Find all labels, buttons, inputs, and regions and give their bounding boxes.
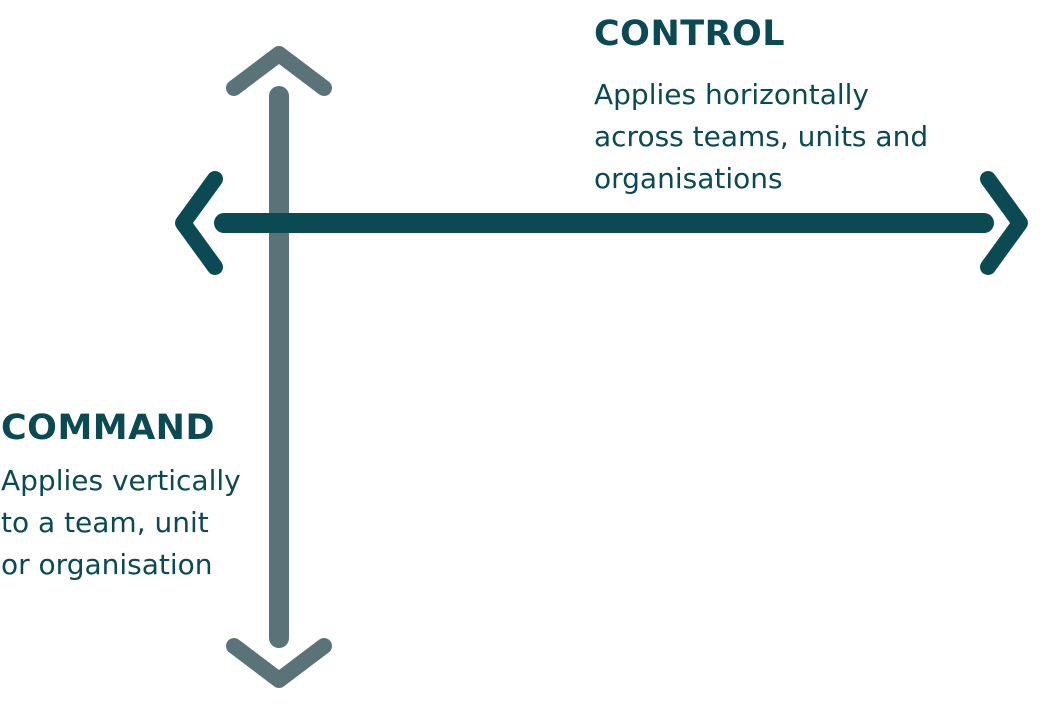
right-chevron-icon — [980, 171, 1028, 275]
control-text-block: CONTROL Applies horizontally across team… — [594, 14, 928, 200]
horizontal-axis-group — [175, 171, 1028, 275]
command-description-line: to a team, unit — [1, 506, 209, 539]
control-description: Applies horizontally across teams, units… — [594, 74, 928, 200]
control-description-line: Applies horizontally — [594, 78, 869, 111]
control-description-line: organisations — [594, 162, 783, 195]
left-chevron-icon — [175, 171, 223, 275]
command-description-line: or organisation — [1, 548, 213, 581]
command-description-line: Applies vertically — [1, 464, 241, 497]
control-heading: CONTROL — [594, 14, 786, 54]
down-chevron-icon — [226, 638, 332, 688]
command-heading: COMMAND — [1, 408, 216, 448]
up-chevron-icon — [226, 46, 332, 96]
vertical-axis-group — [226, 46, 332, 688]
command-text-block: COMMAND Applies vertically to a team, un… — [1, 408, 241, 586]
control-description-line: across teams, units and — [594, 120, 929, 153]
command-description: Applies vertically to a team, unit or or… — [1, 460, 241, 586]
